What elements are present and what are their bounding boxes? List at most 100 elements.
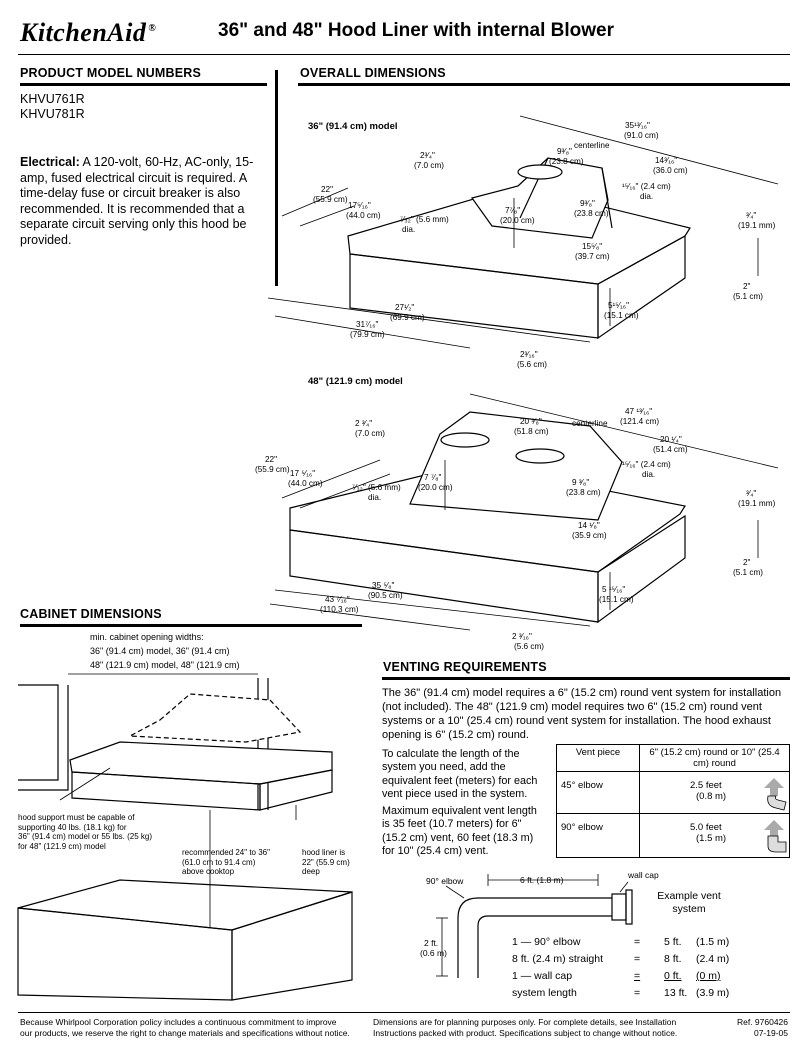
rise-label: 2 ft. <box>424 938 438 948</box>
system-length-list: 1 — 90° elbow = 5 ft. (1.5 m) 8 ft. (2.4… <box>512 936 792 1004</box>
model-number: KHVU761R <box>20 92 85 106</box>
dim-label: (44.0 cm) <box>288 479 323 488</box>
elbow-label: 90° elbow <box>426 876 464 886</box>
cabinet-heading: CABINET DIMENSIONS <box>20 607 162 621</box>
dim-label: (55.9 cm) <box>255 465 290 474</box>
dim-label: (7.0 cm) <box>355 429 385 438</box>
dim-label: (20.0 cm) <box>418 483 453 492</box>
registered-mark: ® <box>148 23 157 35</box>
note-line: recommended 24" to 36" <box>182 848 270 857</box>
example-title-line: system <box>672 903 706 915</box>
cooktop-note: recommended 24" to 36" (61.0 cm to 91.4 … <box>182 848 302 877</box>
brand-name: KitchenAid <box>20 18 147 47</box>
dim-label: 15⁵⁄₈" <box>582 242 602 251</box>
item-feet: 5 ft. <box>664 936 682 948</box>
note-line: above cooktop <box>182 867 235 876</box>
model-number: KHVU781R <box>20 107 85 121</box>
centerline-label: centerline <box>572 419 608 428</box>
note-line: 36" (91.4 cm) model or 55 lbs. (25 kg) <box>18 832 153 841</box>
dim-label: (36.0 cm) <box>653 166 688 175</box>
equals: = <box>634 970 641 982</box>
cabinet-min-36: 36" (91.4 cm) model, 36" (91.4 cm) <box>90 646 230 656</box>
dim-label: (23.8 cm) <box>566 488 601 497</box>
item-feet: 0 ft. <box>664 970 682 982</box>
dim-label: (35.9 cm) <box>572 531 607 540</box>
dim-label: ¹⁵⁄₁₆" (2.4 cm) <box>622 460 671 469</box>
dim-label: dia. <box>368 493 381 502</box>
dim-label: 43 ⁷⁄₁₆" <box>325 595 350 604</box>
dim-label: (44.0 cm) <box>346 211 381 220</box>
dim-label: (5.6 cm) <box>514 642 544 651</box>
dimension-lines-48 <box>269 393 779 631</box>
dim-label: 9 ³⁄₈" <box>572 478 589 487</box>
dim-label: (39.7 cm) <box>575 252 610 261</box>
vent-pipe <box>457 889 633 978</box>
item-meters: (1.5 m) <box>696 936 730 948</box>
dimension-labels-36: 35¹³⁄₁₆" (91.0 cm) centerline 14³⁄₁₆" (3… <box>313 121 776 369</box>
dim-label: 22" <box>265 455 277 464</box>
cabinet-dim-lines <box>59 673 297 928</box>
example-title-line: Example vent <box>657 890 721 902</box>
elbow-90-icon <box>764 820 787 853</box>
cabinet-walls <box>17 678 353 1001</box>
item-label: 1 — 90° elbow <box>512 936 581 948</box>
header-rule <box>18 54 790 55</box>
overall-heading: OVERALL DIMENSIONS <box>300 66 446 80</box>
list-item: 1 — wall cap = 0 ft. (0 m) <box>512 970 792 987</box>
dim-label: dia. <box>640 192 653 201</box>
centerline-label: centerline <box>574 141 610 150</box>
footer-rule <box>18 1012 790 1013</box>
electrical-note: Electrical: A 120-volt, 60-Hz, AC-only, … <box>20 155 268 248</box>
example-vent-drawing: 90° elbow 6 ft. (1.8 m) wall cap 2 ft. (… <box>420 870 659 978</box>
vent-dim-lines <box>436 874 629 977</box>
cabinet-drawing <box>17 673 353 1001</box>
hood-36-body <box>347 157 691 340</box>
footer-reference: Ref. 9760426 07-19-05 <box>700 1017 788 1039</box>
dim-label: 35¹³⁄₁₆" <box>625 121 650 130</box>
overall-rule <box>298 83 790 86</box>
dim-label: (51.8 cm) <box>514 427 549 436</box>
dim-label: 20 ¹⁄₄" <box>660 435 682 444</box>
footer-line: Dimensions are for planning purposes onl… <box>373 1017 677 1027</box>
dim-label: (19.1 mm) <box>738 499 776 508</box>
venting-intro: The 36" (91.4 cm) model requires a 6" (1… <box>382 687 782 741</box>
dim-label: 5¹⁵⁄₁₆" <box>608 301 629 310</box>
vent-piece-table: Vent piece 6" (15.2 cm) round or 10" (25… <box>556 744 790 858</box>
dim-label: 7⁷⁄₈" <box>505 206 520 215</box>
dim-label: 14³⁄₁₆" <box>655 156 677 165</box>
dim-label: (51.4 cm) <box>653 445 688 454</box>
dim-label: 31⁷⁄₁₆" <box>356 320 379 329</box>
venting-calc: To calculate the length of the system yo… <box>382 748 542 858</box>
dim-label: (90.5 cm) <box>368 591 403 600</box>
dim-label: (5.1 cm) <box>733 292 763 301</box>
dim-label: 17⁵⁄₁₆" <box>348 201 371 210</box>
dim-label: 47 ¹³⁄₁₆" <box>625 407 652 416</box>
vent-value-cell: 5.0 feet (1.5 m) <box>639 813 790 858</box>
dim-label: 27¹⁄₂" <box>395 303 414 312</box>
dim-label: 9³⁄₈" <box>580 199 595 208</box>
dim-label: (20.0 cm) <box>500 216 535 225</box>
list-item: 8 ft. (2.4 m) straight = 8 ft. (2.4 m) <box>512 953 792 970</box>
table-row: 90° elbow 5.0 feet (1.5 m) <box>556 813 790 858</box>
dim-label: ³⁄₄" <box>746 489 756 498</box>
electrical-label: Electrical: <box>20 155 80 169</box>
item-meters: (3.9 m) <box>696 987 730 999</box>
dim-label: (55.9 cm) <box>313 195 348 204</box>
elbow-45-icon <box>764 778 787 811</box>
dim-label: dia. <box>402 225 415 234</box>
dim-label: 2 ³⁄₄" <box>355 419 372 428</box>
list-item: 1 — 90° elbow = 5 ft. (1.5 m) <box>512 936 792 953</box>
dim-label: ⁷⁄₃₂" (5.6 mm) <box>352 483 401 492</box>
models-rule <box>20 83 267 86</box>
table-row: 45° elbow 2.5 feet (0.8 m) <box>556 771 790 814</box>
brand-logo: KitchenAid® <box>20 18 156 48</box>
note-line: deep <box>302 867 320 876</box>
hood-36-drawing: 36" (91.4 cm) model 35¹³⁄₁₆" (91.0 cm) c… <box>267 115 779 369</box>
note-line: hood liner is <box>302 848 346 857</box>
rise-label: (0.6 m) <box>420 948 447 958</box>
vent-feet: 5.0 feet <box>690 822 722 833</box>
dim-label: (69.9 cm) <box>390 313 425 322</box>
electrical-text: A 120-volt, 60-Hz, AC-only, 15-amp, fuse… <box>20 155 254 247</box>
dim-label: 9³⁄₈" <box>557 147 572 156</box>
dim-label: dia. <box>642 470 655 479</box>
